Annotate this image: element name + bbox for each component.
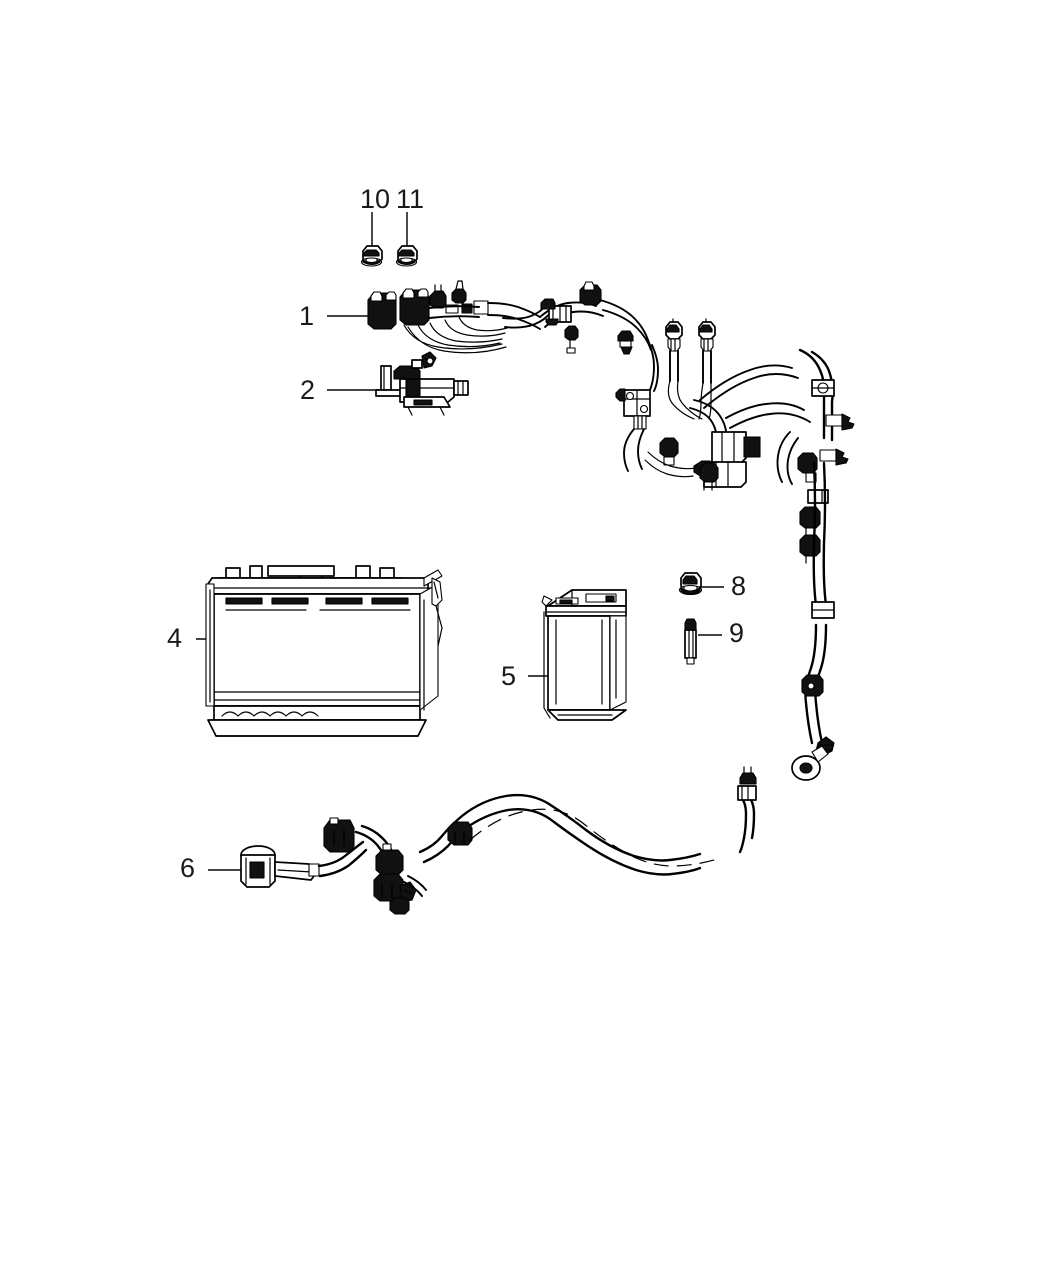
part-battery-hold-down-bolt xyxy=(684,618,697,665)
harness-ring-terminal xyxy=(791,736,835,781)
callout-label-11: 11 xyxy=(396,184,425,214)
part-flanged-nut xyxy=(678,572,703,596)
harness-terminal-post-right xyxy=(698,318,716,384)
leader-lines xyxy=(196,212,724,871)
part-ground-cable-with-stud xyxy=(418,766,757,876)
part-main-battery xyxy=(205,565,443,737)
part-terminal-nut-right xyxy=(395,245,418,267)
part-negative-battery-cable xyxy=(240,817,427,915)
callout-label-9: 9 xyxy=(729,618,745,648)
part-engine-wiring-harness xyxy=(367,280,855,781)
callout-label-5: 5 xyxy=(501,661,517,691)
part-terminal-nut-left xyxy=(360,245,383,267)
callout-label-2: 2 xyxy=(300,375,316,405)
callout-label-4: 4 xyxy=(167,623,183,653)
part-auxiliary-battery xyxy=(541,589,627,721)
callout-label-6: 6 xyxy=(180,853,196,883)
part-battery-sensor-connector-bracket xyxy=(375,351,469,416)
callout-label-8: 8 xyxy=(731,571,747,601)
callout-label-10: 10 xyxy=(360,184,391,214)
callout-label-1: 1 xyxy=(299,301,315,331)
harness-terminal-post-left xyxy=(665,318,683,382)
